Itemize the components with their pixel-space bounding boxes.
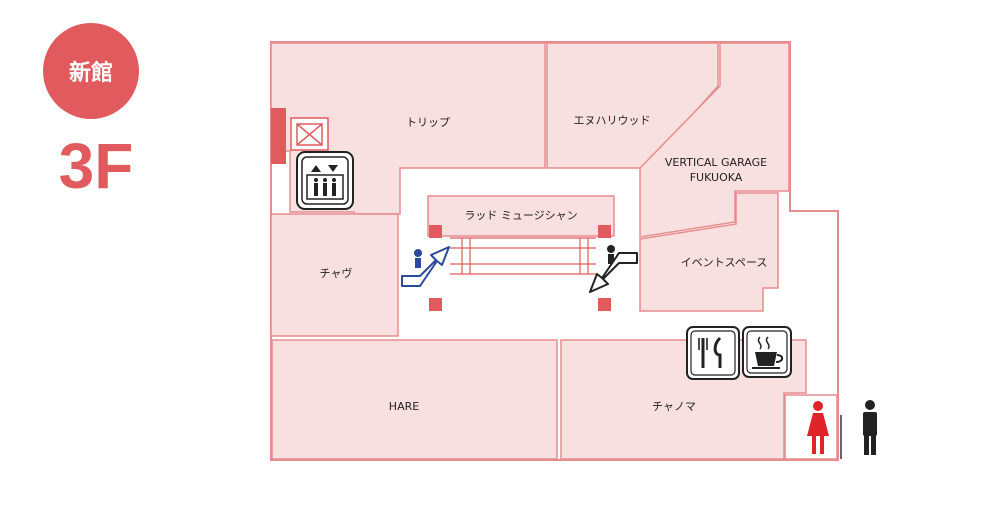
shop-label-event-space[interactable]: イベントスペース bbox=[681, 256, 768, 269]
restaurant-icon bbox=[686, 326, 740, 380]
shop-area-rad-music[interactable] bbox=[427, 195, 615, 237]
shop-area-vertical-garage[interactable] bbox=[639, 42, 790, 238]
shop-label-rad-music[interactable]: ラッド ミュージシャン bbox=[464, 209, 577, 222]
badge-label: 新館 bbox=[69, 60, 113, 86]
floor-label: 3F bbox=[59, 130, 134, 202]
pillar bbox=[429, 298, 442, 311]
pillars bbox=[429, 225, 611, 311]
shop-label-chanoma[interactable]: チャノマ bbox=[652, 400, 696, 413]
pillar bbox=[598, 298, 611, 311]
building-badge: 新館 bbox=[43, 23, 139, 119]
shop-label-hare[interactable]: HARE bbox=[389, 400, 419, 413]
shop-area-hare[interactable] bbox=[271, 339, 558, 460]
womens-restroom-icon bbox=[807, 401, 829, 454]
shop-label-chavu[interactable]: チャヴ bbox=[320, 266, 353, 280]
shop-label-vertical-garage-line2[interactable]: FUKUOKA bbox=[690, 171, 743, 184]
shop-label-enu-hollywood[interactable]: エヌハリウッド bbox=[574, 114, 651, 127]
elevator-wall-accent bbox=[271, 108, 286, 164]
escalator-strip bbox=[450, 237, 596, 275]
escalator-up-icon[interactable] bbox=[401, 246, 450, 287]
shop-label-trip[interactable]: トリップ bbox=[406, 116, 450, 129]
shop-label-vertical-garage-line1[interactable]: VERTICAL GARAGE bbox=[665, 156, 767, 169]
elevator-icon[interactable] bbox=[296, 151, 354, 210]
pillar bbox=[429, 225, 442, 238]
cafe-icon bbox=[742, 326, 792, 378]
mens-restroom-icon bbox=[863, 400, 877, 455]
shop-area-event-space[interactable] bbox=[639, 192, 779, 312]
stairs-icon bbox=[290, 117, 329, 151]
shop-area-chavu[interactable] bbox=[270, 213, 399, 337]
escalator-down-icon[interactable] bbox=[589, 245, 638, 293]
pillar bbox=[598, 225, 611, 238]
